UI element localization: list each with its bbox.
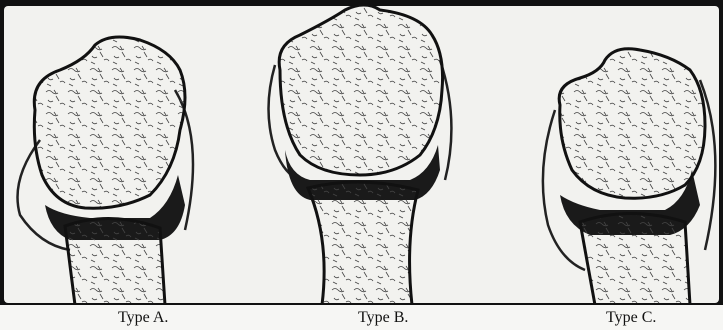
type-b-joint xyxy=(269,5,452,305)
joint-illustrations xyxy=(0,0,723,305)
type-b-upper-bone xyxy=(279,5,442,175)
caption-type-a: Type A. xyxy=(118,309,168,327)
caption-type-c: Type C. xyxy=(606,309,656,327)
type-a-joint xyxy=(18,37,194,305)
type-c-lower-bone xyxy=(580,214,690,306)
type-a-lower-bone xyxy=(65,218,165,305)
type-a-upper-bone xyxy=(34,37,185,208)
type-b-lower-bone xyxy=(308,182,418,305)
type-c-upper-bone xyxy=(559,49,705,198)
caption-type-b: Type B. xyxy=(358,309,408,327)
type-c-joint xyxy=(543,49,715,305)
